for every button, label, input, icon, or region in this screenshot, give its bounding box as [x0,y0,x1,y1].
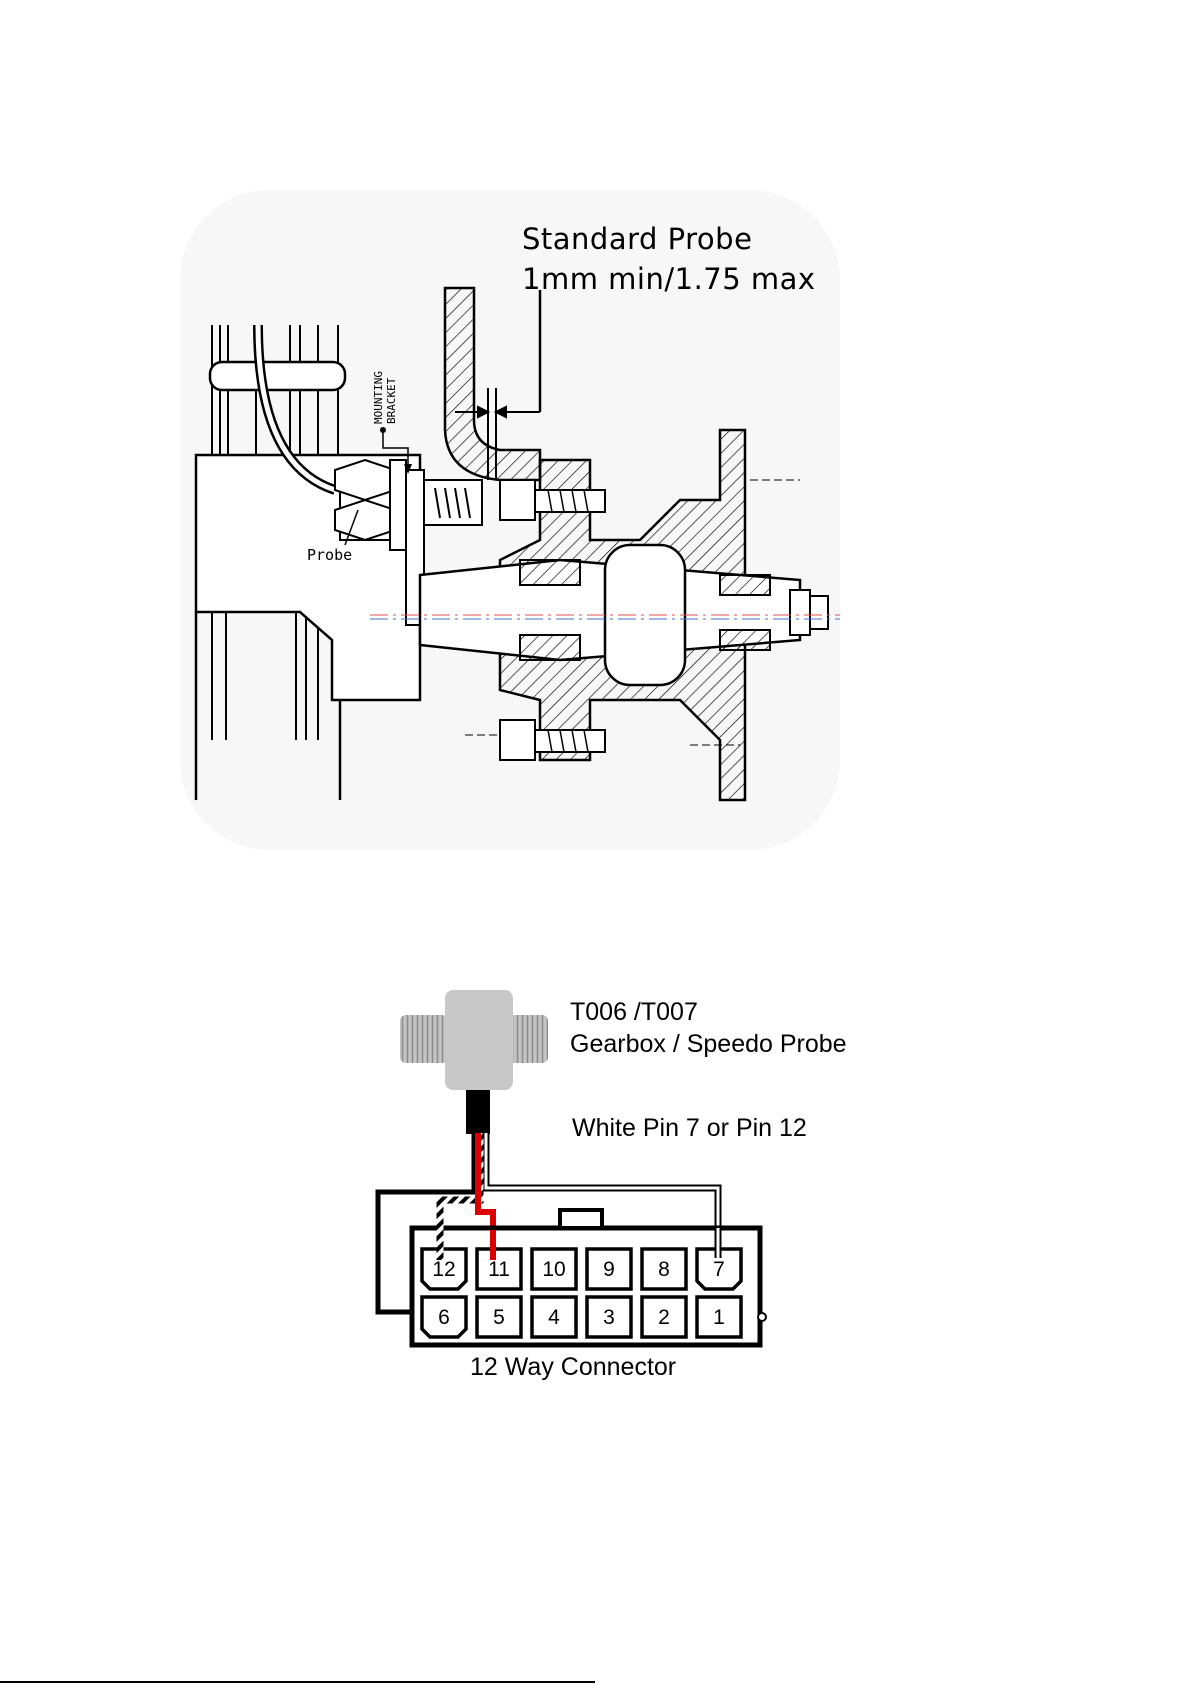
wire-note: White Pin 7 or Pin 12 [572,1112,807,1144]
upper-heading-line2: 1mm min/1.75 max [522,262,816,296]
bracket-label-line2: BRACKET [385,314,398,424]
pin-label-6: 6 [438,1306,450,1329]
footer-rule [0,1681,595,1683]
pin-label-11: 11 [488,1258,510,1281]
mounting-bracket-label: MOUNTING BRACKET [372,314,402,424]
probe-code: T006 /T007 [570,996,698,1028]
pin-label-8: 8 [658,1258,670,1281]
probe-housing [445,990,513,1090]
bracket-label-line1: MOUNTING [372,314,385,424]
connector-key [560,1210,602,1228]
pin-label-3: 3 [603,1306,615,1329]
probe-name: Gearbox / Speedo Probe [570,1028,847,1060]
connector-caption: 12 Way Connector [470,1351,676,1383]
pin-label-7: 7 [713,1258,725,1281]
pin-label-2: 2 [658,1306,670,1329]
upper-heading-line1: Standard Probe [522,222,752,256]
probe-mounting-drawing [0,0,1191,880]
probe-thread-left [400,1015,448,1063]
pin-label-12: 12 [432,1258,455,1281]
pin-label-5: 5 [493,1306,505,1329]
pin-label-1: 1 [713,1306,725,1329]
pin-label-4: 4 [548,1306,560,1329]
probe-label: Probe [307,546,352,564]
pin-label-9: 9 [603,1258,615,1281]
pin-label-10: 10 [542,1258,565,1281]
probe-thread-right [508,1015,548,1063]
